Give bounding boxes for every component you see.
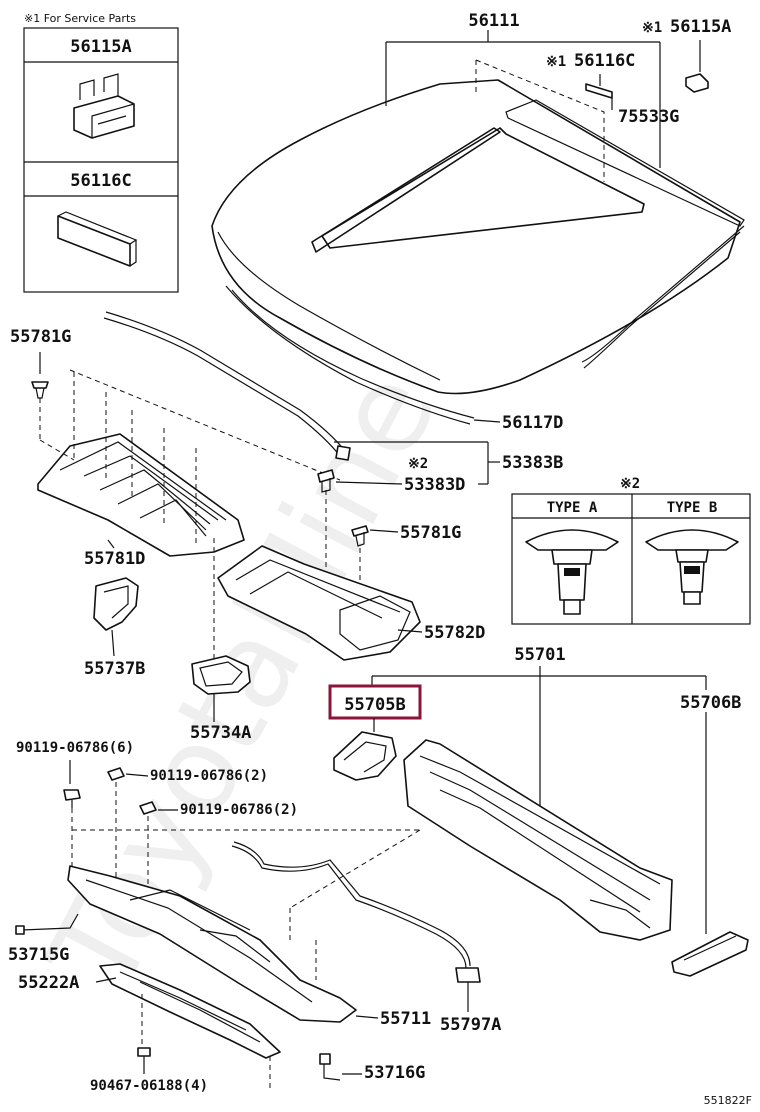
highlight-box-55705B — [328, 684, 422, 720]
label-56117D[interactable]: 56117D — [502, 413, 563, 433]
pad-56116C-small-icon — [585, 74, 613, 99]
label-90467[interactable]: 90467-06188(4) — [90, 1078, 208, 1094]
bracket-55705B — [333, 731, 397, 781]
lower-cowl-55711 — [67, 865, 357, 1023]
label-55781G-mid[interactable]: 55781G — [400, 523, 461, 543]
label-53383B[interactable]: 53383B — [502, 453, 563, 473]
clip-53716G-icon — [319, 1053, 341, 1081]
label-55222A[interactable]: 55222A — [18, 973, 79, 993]
cowl-top-outer-55782D — [217, 545, 421, 661]
label-55781D[interactable]: 55781D — [84, 549, 145, 569]
mark-53383D: ※2 — [408, 456, 428, 472]
label-90119-a[interactable]: 90119-06786(6) — [16, 740, 134, 756]
label-55706B[interactable]: 55706B — [680, 693, 741, 713]
label-53715G[interactable]: 53715G — [8, 945, 69, 965]
bracket-55706B — [671, 931, 749, 977]
label-53716G[interactable]: 53716G — [364, 1063, 425, 1083]
label-75533G[interactable]: 75533G — [618, 107, 679, 127]
cowl-panel-55701 — [403, 739, 673, 941]
clip-53383D-icon — [317, 469, 335, 493]
cable-55797A — [231, 841, 481, 983]
diagram-code: 551822F — [704, 1094, 752, 1107]
clip-56115A-small-icon — [685, 40, 709, 93]
label-53383D[interactable]: 53383D — [404, 475, 465, 495]
label-56116C[interactable]: 56116C — [574, 51, 635, 71]
type-b-header: TYPE B — [667, 500, 718, 516]
bolt-90119-c-icon — [139, 801, 178, 815]
label-55701[interactable]: 55701 — [514, 645, 565, 665]
service-note: ※1 For Service Parts — [24, 12, 136, 25]
inset-label-56115A[interactable]: 56115A — [70, 37, 131, 57]
mark-56115A: ※1 — [642, 20, 662, 36]
cable-53715G-icon — [15, 913, 79, 935]
cowl-top-55781D — [37, 433, 245, 557]
label-56115A[interactable]: 56115A — [670, 17, 731, 37]
clip-55781G-top-icon — [31, 352, 49, 399]
label-55734A[interactable]: 55734A — [190, 723, 251, 743]
clip-56115A-icon — [73, 73, 135, 139]
inset-label-56116C[interactable]: 56116C — [70, 171, 131, 191]
bracket-55737B — [93, 577, 139, 631]
windshield-56111 — [211, 59, 745, 425]
label-90119-c[interactable]: 90119-06786(2) — [180, 802, 298, 818]
label-55737B[interactable]: 55737B — [84, 659, 145, 679]
service-parts-inset: 56115A 56116C — [23, 27, 179, 293]
clip-type-box: TYPE A TYPE B — [511, 493, 751, 625]
label-90119-b[interactable]: 90119-06786(2) — [150, 768, 268, 784]
clip-55781G-mid-icon — [351, 525, 399, 547]
bolt-90119-a-icon — [63, 760, 81, 808]
type-box-mark: ※2 — [620, 476, 640, 492]
label-55797A[interactable]: 55797A — [440, 1015, 501, 1035]
seal-55734A — [191, 655, 251, 695]
callout-56111: 56111 — [385, 11, 661, 168]
label-55782D[interactable]: 55782D — [424, 623, 485, 643]
label-55711[interactable]: 55711 — [380, 1009, 431, 1029]
bolt-90119-b-icon — [107, 767, 149, 781]
label-56111[interactable]: 56111 — [468, 11, 519, 31]
mark-56116C: ※1 — [546, 54, 566, 70]
type-b-clip-icon — [645, 529, 739, 605]
pad-56116C-icon — [57, 211, 138, 267]
type-a-header: TYPE A — [547, 500, 598, 516]
clip-90467-icon — [137, 1047, 151, 1074]
type-a-clip-icon — [525, 529, 619, 615]
shield-55222A — [99, 963, 281, 1059]
label-55705B[interactable]: 55705B — [344, 695, 405, 715]
label-55781G-top[interactable]: 55781G — [10, 327, 71, 347]
